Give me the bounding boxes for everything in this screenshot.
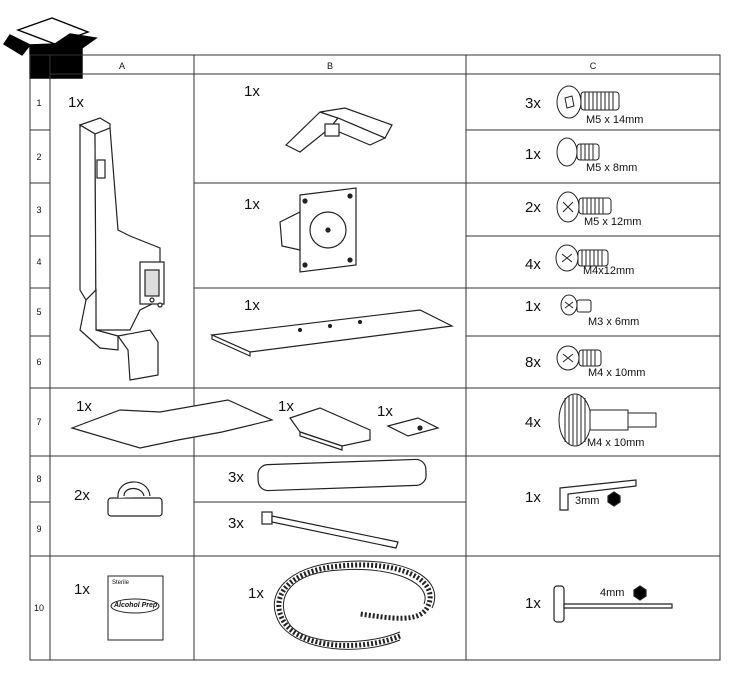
qty-c2: 1x (525, 146, 541, 163)
column-header-a: A (118, 61, 125, 71)
column-header-b: B (326, 61, 333, 71)
qty-b9: 3x (228, 515, 244, 532)
qty-b5: 1x (244, 297, 260, 314)
small-clip-illustration (386, 417, 440, 437)
parts-table-grid (29, 54, 721, 661)
size-c8: 3mm (575, 495, 600, 507)
qty-c6: 8x (525, 354, 541, 371)
qty-a10: 1x (74, 581, 90, 598)
hex-key-4mm-illustration (553, 585, 673, 623)
screw-c1-illustration (556, 85, 620, 119)
qty-a1: 1x (68, 94, 84, 111)
qty-b7b: 1x (377, 403, 393, 420)
qty-c5: 1x (525, 298, 541, 315)
row-number-5: 5 (36, 307, 42, 317)
size-c7: M4 x 10mm (587, 437, 645, 449)
qty-b3: 1x (244, 196, 260, 213)
screw-c3-illustration (556, 191, 612, 223)
bracket-illustration (289, 407, 371, 451)
qty-c3: 2x (525, 199, 541, 216)
size-c1: M5 x 14mm (586, 114, 644, 126)
long-plate-illustration (209, 309, 455, 357)
row-number-2: 2 (36, 152, 42, 162)
cable-sleeve-illustration (276, 562, 433, 648)
qty-c4: 4x (525, 256, 541, 273)
row-number-7: 7 (36, 417, 42, 427)
cable-clip-illustration (107, 481, 163, 517)
size-c2: M5 x 8mm (586, 162, 638, 174)
qty-b1: 1x (244, 83, 260, 100)
size-c3: M5 x 12mm (584, 216, 642, 228)
row-number-10: 10 (33, 603, 44, 613)
hex-key-3mm-illustration (559, 479, 637, 511)
qty-a7: 1x (76, 398, 92, 415)
screw-c4-illustration (555, 244, 609, 272)
qty-b10: 1x (248, 585, 264, 602)
thumbscrew-illustration (558, 393, 657, 447)
screw-c2-illustration (556, 137, 600, 167)
size-c10: 4mm (600, 587, 625, 599)
screw-c5-illustration (560, 294, 592, 316)
qty-b7a: 1x (278, 398, 294, 415)
size-c5: M3 x 6mm (588, 316, 640, 328)
column-header-c: C (589, 61, 597, 71)
upright-post-illustration (78, 117, 165, 381)
qty-c8: 1x (525, 489, 541, 506)
qty-c10: 1x (525, 595, 541, 612)
row-number-1: 1 (36, 98, 42, 108)
size-c6: M4 x 10mm (588, 367, 646, 379)
velcro-strip-illustration (257, 458, 427, 492)
row-number-9: 9 (36, 524, 42, 534)
vesa-plate-illustration (279, 187, 357, 273)
row-number-6: 6 (36, 357, 42, 367)
row-number-8: 8 (36, 474, 42, 484)
qty-c7: 4x (525, 414, 541, 431)
qty-a8: 2x (74, 487, 90, 504)
size-c4: M4x12mm (583, 265, 635, 277)
cable-tie-illustration (261, 511, 399, 549)
stand-foot-illustration (284, 107, 393, 153)
template-sheet-illustration (70, 399, 274, 449)
screw-c6-illustration (556, 345, 602, 371)
row-number-3: 3 (36, 205, 42, 215)
qty-c1: 3x (525, 95, 541, 112)
box-icon (3, 17, 98, 79)
prep-pad-label: Alcohol Prep (114, 602, 158, 609)
row-number-4: 4 (36, 257, 42, 267)
alcohol-prep-pad-illustration (107, 575, 164, 641)
prep-pad-top-label: Sterile (112, 580, 130, 586)
qty-b8: 3x (228, 469, 244, 486)
